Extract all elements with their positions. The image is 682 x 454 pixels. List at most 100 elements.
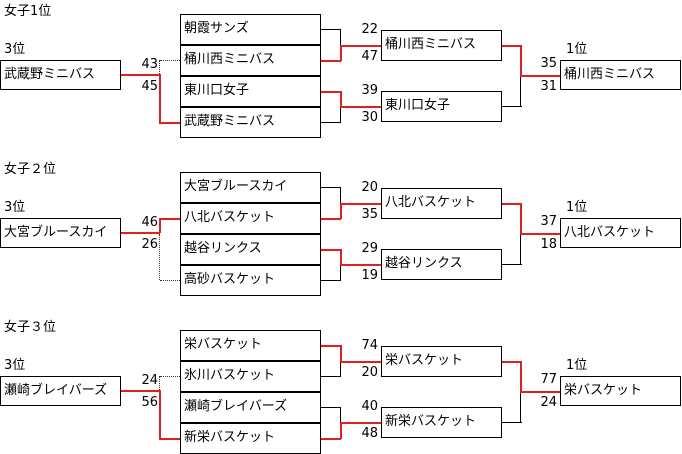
connector-line xyxy=(321,60,341,62)
connector-line xyxy=(121,232,160,234)
connector-line xyxy=(340,45,382,47)
winner-box: 桶川西ミニバス xyxy=(381,30,502,61)
score: 43 xyxy=(141,57,158,72)
connector-line xyxy=(340,29,341,45)
connector-line xyxy=(340,203,382,205)
connector-line xyxy=(340,361,382,363)
connector-line xyxy=(520,75,562,77)
connector-line xyxy=(520,361,522,392)
team-box: 瀬崎ブレイバーズ xyxy=(180,392,321,423)
connector-line xyxy=(321,29,341,30)
connector-line xyxy=(321,438,341,440)
connector-line xyxy=(321,280,341,281)
team-box: 東川口女子 xyxy=(180,76,321,107)
connector-line xyxy=(340,264,341,281)
connector-line xyxy=(502,203,522,205)
connector-line xyxy=(321,407,341,408)
score: 20 xyxy=(361,365,378,380)
connector-line xyxy=(340,187,341,203)
connector-line xyxy=(340,264,382,266)
score: 22 xyxy=(361,22,378,37)
connector-line xyxy=(340,422,342,439)
connector-line xyxy=(159,390,161,438)
score: 35 xyxy=(361,207,378,222)
seed-label: 3位 xyxy=(4,200,26,215)
bracket-heading: 女子1位 xyxy=(4,4,52,19)
connector-line xyxy=(340,106,382,108)
connector-line xyxy=(159,218,180,220)
connector-line xyxy=(121,390,160,392)
connector-line xyxy=(340,345,342,362)
connector-line xyxy=(520,75,521,107)
score: 37 xyxy=(540,214,557,229)
champion-box: 八北バスケット xyxy=(560,218,681,248)
winner-box: 越谷リンクス xyxy=(381,249,502,280)
score: 45 xyxy=(141,79,158,94)
connector-line xyxy=(321,187,341,188)
score: 26 xyxy=(141,237,158,252)
score: 35 xyxy=(540,56,557,71)
score: 47 xyxy=(361,49,378,64)
connector-line xyxy=(520,233,562,235)
connector-line xyxy=(321,345,341,347)
champion-box: 桶川西ミニバス xyxy=(560,60,681,90)
score: 74 xyxy=(361,338,378,353)
seed-team-box: 武蔵野ミニバス xyxy=(0,60,121,90)
score: 56 xyxy=(141,395,158,410)
connector-line xyxy=(340,45,342,61)
connector-line xyxy=(502,264,522,265)
bracket-heading: 女子３位 xyxy=(4,320,57,335)
score: 24 xyxy=(141,373,158,388)
connector-line xyxy=(520,233,521,265)
connector-line xyxy=(502,106,522,107)
score: 19 xyxy=(361,268,378,283)
connector-line xyxy=(321,376,341,377)
team-box: 新栄バスケット xyxy=(180,423,321,454)
connector-line xyxy=(340,106,341,123)
connector-line xyxy=(520,391,521,423)
score: 29 xyxy=(361,241,378,256)
team-box: 越谷リンクス xyxy=(180,234,321,265)
connector-line xyxy=(159,218,161,233)
seed-label: 3位 xyxy=(4,42,26,57)
connector-line xyxy=(340,361,341,377)
connector-line xyxy=(160,280,180,282)
bracket-heading: 女子２位 xyxy=(4,162,57,177)
score: 31 xyxy=(540,79,557,94)
connector-line xyxy=(321,249,341,251)
connector-line xyxy=(502,361,522,363)
team-box: 武蔵野ミニバス xyxy=(180,107,321,138)
connector-line xyxy=(340,249,342,265)
team-box: 八北バスケット xyxy=(180,203,321,234)
connector-line xyxy=(160,376,180,378)
connector-line xyxy=(520,45,522,76)
score: 24 xyxy=(540,395,557,410)
seed-team-box: 大宮ブルースカイ xyxy=(0,218,121,248)
connector-line xyxy=(321,91,341,93)
winner-box: 東川口女子 xyxy=(381,91,502,122)
connector-line xyxy=(340,422,382,424)
score: 40 xyxy=(361,399,378,414)
team-box: 大宮ブルースカイ xyxy=(180,172,321,203)
connector-line xyxy=(502,422,522,423)
team-box: 高砂バスケット xyxy=(180,265,321,296)
winner-box: 栄バスケット xyxy=(381,346,502,377)
score: 77 xyxy=(540,372,557,387)
score: 48 xyxy=(361,426,378,441)
seed-label: 1位 xyxy=(566,200,588,215)
seed-label: 1位 xyxy=(566,358,588,373)
seed-label: 3位 xyxy=(4,358,26,373)
connector-line xyxy=(520,203,522,234)
connector-line xyxy=(321,218,341,220)
winner-box: 新栄バスケット xyxy=(381,407,502,438)
champion-box: 栄バスケット xyxy=(560,376,681,406)
score: 30 xyxy=(361,110,378,125)
connector-line xyxy=(159,60,161,74)
seed-team-box: 瀬崎ブレイバーズ xyxy=(0,376,121,406)
connector-line xyxy=(321,122,341,123)
score: 39 xyxy=(361,83,378,98)
connector-line xyxy=(520,391,562,393)
connector-line xyxy=(159,376,161,390)
winner-box: 八北バスケット xyxy=(381,188,502,219)
